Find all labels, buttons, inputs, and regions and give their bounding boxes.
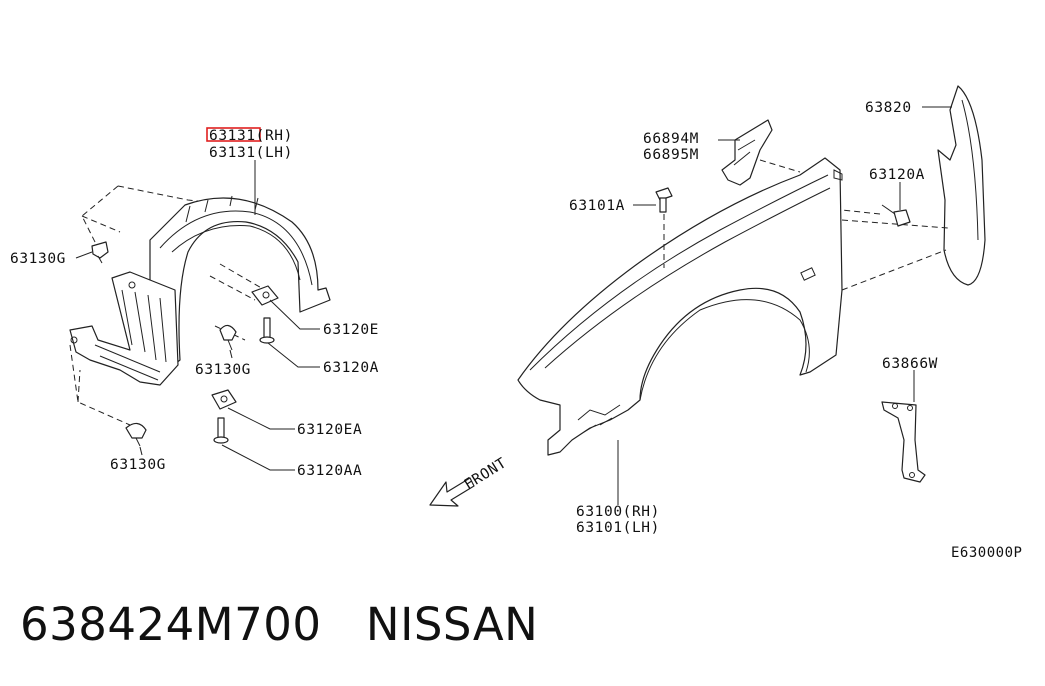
label-63130g-c[interactable]: 63130G [110,457,166,473]
label-63130g-b[interactable]: 63130G [195,362,251,378]
label-63866w[interactable]: 63866W [882,356,938,372]
part-number: 638424M700 [20,598,322,651]
clip-63130g-b[interactable] [219,324,237,351]
front-fender[interactable] [517,157,843,456]
label-63120e[interactable]: 63120E [323,322,379,338]
clip-63130g-c[interactable] [125,422,147,447]
label-63120a-left[interactable]: 63120A [323,360,379,376]
nut-63120ea[interactable] [211,389,237,410]
label-63120aa[interactable]: 63120AA [297,463,362,479]
screw-63120a-right[interactable] [881,204,911,227]
label-63120ea[interactable]: 63120EA [297,422,362,438]
bracket-63866w[interactable] [881,401,926,483]
front-arrow [429,477,475,507]
seal-63820[interactable] [937,85,986,286]
label-63131-rh[interactable]: 63131(RH) [209,128,293,144]
label-66895m[interactable]: 66895M [643,147,699,163]
screw-63120a-left[interactable] [259,317,275,344]
bolt-63101a[interactable] [655,187,673,213]
highlight-box [206,127,261,142]
bracket-66894m[interactable] [721,119,773,186]
clip-63130g-a[interactable] [91,241,109,264]
label-front: FRONT [462,455,510,493]
label-63101a[interactable]: 63101A [569,198,625,214]
label-63120a-right[interactable]: 63120A [869,167,925,183]
brand-name: NISSAN [365,598,539,651]
label-63130g-a[interactable]: 63130G [10,251,66,267]
label-63100-rh[interactable]: 63100(RH) [576,504,660,520]
label-63820[interactable]: 63820 [865,100,912,116]
label-63131-lh[interactable]: 63131(LH) [209,145,293,161]
nut-63120e[interactable] [251,285,279,306]
diagram-code: E630000P [951,545,1023,561]
label-63101-lh[interactable]: 63101(LH) [576,520,660,536]
label-66894m[interactable]: 66894M [643,131,699,147]
screw-63120aa[interactable] [213,417,229,444]
fender-protector[interactable] [69,185,331,426]
footer-caption: 638424M700 NISSAN [20,598,538,651]
